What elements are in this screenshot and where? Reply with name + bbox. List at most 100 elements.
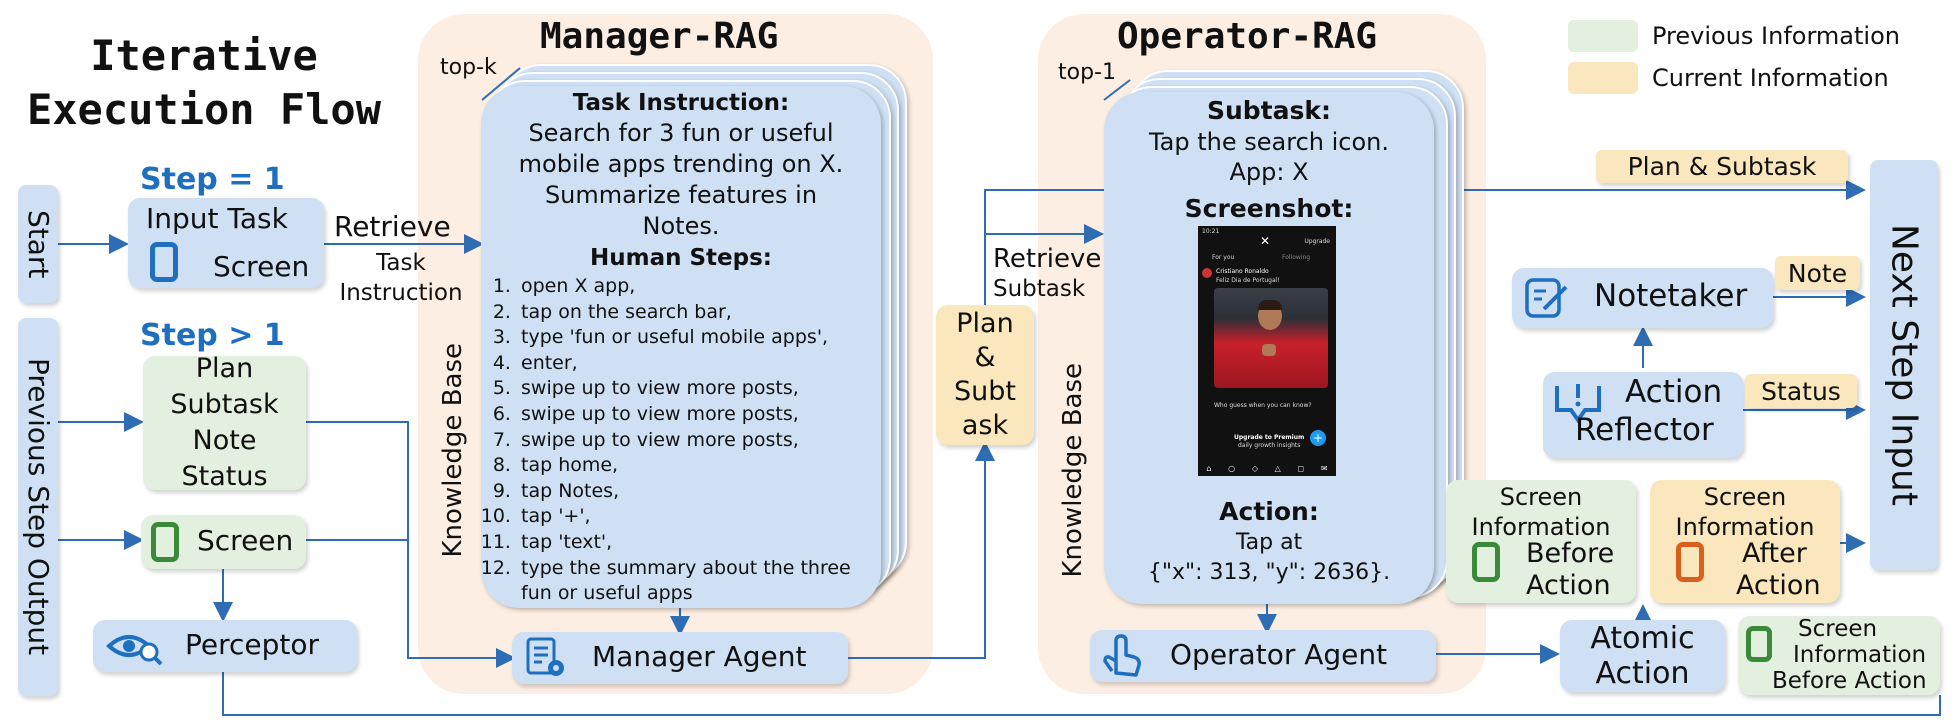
alert-message-icon (1555, 384, 1601, 424)
manager-agent-box: Manager Agent (512, 632, 848, 684)
subtask-line: Subtask (170, 389, 279, 420)
phone-screenshot: 10:21 Upgrade ✕ For you Following Cristi… (1198, 226, 1336, 476)
retrieve-subtask-line-1: Retrieve (993, 244, 1102, 274)
screenshot-heading: Screenshot: (1184, 194, 1354, 223)
subtask-line-1: Tap the search icon. (1148, 128, 1389, 156)
plan-subtask-line-1: Plan (956, 308, 1014, 339)
player-hand (1262, 344, 1276, 356)
task-instruction-section: Task Instruction: Search for 3 fun or us… (481, 88, 881, 274)
phone-post-author: Cristiano Ronaldo (1216, 268, 1269, 275)
note-edit-icon (1525, 278, 1568, 318)
human-steps-list: open X app, tap on the search bar, type … (481, 274, 881, 607)
operator-rag-title: Operator-RAG (1117, 16, 1378, 57)
human-steps-heading: Human Steps: (589, 245, 772, 271)
step-1-label: Step = 1 (140, 162, 285, 197)
screen-label: Screen (213, 250, 310, 283)
task-instruction-line-4: Notes. (642, 212, 720, 240)
screen-info-after-top: Screen Information (1650, 482, 1840, 542)
perceptor-box: Perceptor (93, 620, 357, 672)
screen-info-after-line-1: Screen (1703, 483, 1787, 511)
task-instruction-line-2: mobile apps trending on X. (518, 150, 844, 178)
notetaker-box: Notetaker (1512, 268, 1773, 328)
phone-upgrade: Upgrade (1304, 238, 1330, 245)
operator-agent-box: Operator Agent (1090, 630, 1436, 682)
plan-subtask-line-3: Subt (954, 376, 1016, 407)
phone-promo-sub: daily growth insights (1238, 442, 1301, 449)
people-icon: △ (1274, 463, 1281, 473)
input-task-box: Input Task Screen (128, 198, 324, 288)
legend-current-label: Current Information (1652, 64, 1889, 92)
phone-icon (1746, 626, 1772, 662)
human-step: tap '+', (517, 504, 881, 530)
screen-info-before-action-line-1: Screen (1798, 616, 1878, 642)
retrieve-subtask-line-2: Subtask (993, 276, 1086, 302)
action-section: Action: Tap at {"x": 313, "y": 2636}. (1104, 496, 1434, 588)
plan-subtask-note-status-box: Plan Subtask Note Status (143, 353, 306, 492)
task-instruction-heading: Task Instruction: (572, 90, 790, 116)
home-icon: ⌂ (1206, 463, 1212, 473)
operator-agent-label: Operator Agent (1170, 638, 1388, 671)
status-line: Status (181, 461, 268, 492)
bell-icon: ◻ (1297, 463, 1305, 473)
phone-x-logo: ✕ (1260, 234, 1271, 248)
screen-info-before-line-1: Screen (1499, 483, 1583, 511)
topk-label: top-k (440, 55, 497, 80)
task-instruction-edge-label: Task Instruction (326, 248, 476, 308)
phone-post-avatar (1202, 268, 1212, 278)
human-step: tap on the search bar, (517, 300, 881, 326)
plan-subtask-line-2: & (974, 342, 996, 373)
phone-post-text: Feliz Dia de Portugal! (1216, 277, 1280, 284)
mail-icon: ✉ (1320, 463, 1328, 473)
start-box: Start (18, 185, 58, 303)
perceptor-label: Perceptor (185, 628, 320, 661)
grok-icon: ◇ (1251, 463, 1258, 473)
phone-compose-button: + (1310, 430, 1326, 446)
operator-knowledge-base-label: Knowledge Base (1050, 350, 1096, 590)
plan-subtask-line-4: ask (961, 410, 1009, 441)
phone-post-image (1214, 288, 1328, 388)
task-instruction-line-3: Summarize features in (544, 181, 818, 209)
document-gear-icon (526, 637, 564, 676)
action-reflector-line-2: Reflector (1575, 412, 1714, 448)
human-step: tap 'text', (517, 530, 881, 556)
phone-icon (1472, 542, 1500, 582)
phone-icon (1676, 542, 1704, 582)
screen-info-after-line-3: After (1742, 538, 1807, 569)
hand-tap-icon (1103, 634, 1141, 677)
screen-info-before-line-3: Before (1526, 538, 1615, 569)
human-step: enter, (517, 351, 881, 377)
human-step: type 'fun or useful mobile apps', (517, 325, 881, 351)
human-step: swipe up to view more posts, (517, 376, 881, 402)
screen-info-after-box: Screen Information After Action (1650, 480, 1840, 603)
action-line-1: Tap at (1235, 530, 1303, 555)
legend-previous-label: Previous Information (1652, 22, 1900, 50)
screen-info-before-line-4: Action (1526, 570, 1611, 601)
start-label: Start (21, 209, 55, 279)
plan-subtask-box: Plan & Subt ask (936, 305, 1034, 445)
manager-agent-label: Manager Agent (592, 640, 807, 673)
plan-line: Plan (195, 353, 254, 384)
phone-tab-for-you: For you (1212, 254, 1235, 261)
next-step-input-box: Next Step Input (1870, 160, 1938, 570)
player-hair (1258, 300, 1282, 310)
atomic-action-line-2: Action (1595, 656, 1690, 691)
human-step: tap Notes, (517, 479, 881, 505)
screen-info-before-action-line-2: Information (1793, 642, 1927, 668)
atomic-action-line-1: Atomic (1590, 621, 1695, 656)
search-icon: ○ (1228, 463, 1236, 473)
operator-knowledge-base-text: Knowledge Base (1058, 362, 1088, 578)
operator-card: Subtask: Tap the search icon. App: X Scr… (1104, 92, 1434, 604)
status-tag: Status (1745, 374, 1857, 408)
manager-knowledge-base-label: Knowledge Base (430, 330, 476, 570)
retrieve-label: Retrieve (334, 210, 451, 243)
phone-bottom-nav: ⌂ ○ ◇ △ ◻ ✉ (1198, 460, 1336, 476)
screen-info-before-line-2: Information (1471, 513, 1611, 541)
page-title: Iterative Execution Flow (18, 25, 390, 140)
phone-promo-title: Upgrade to Premium (1234, 434, 1305, 441)
human-step: type the summary about the three fun or … (517, 556, 881, 607)
manager-rag-title: Manager-RAG (540, 16, 779, 57)
human-step: open X app, (517, 274, 881, 300)
eye-search-icon (106, 635, 163, 666)
human-step: swipe up to view more posts, (517, 402, 881, 428)
